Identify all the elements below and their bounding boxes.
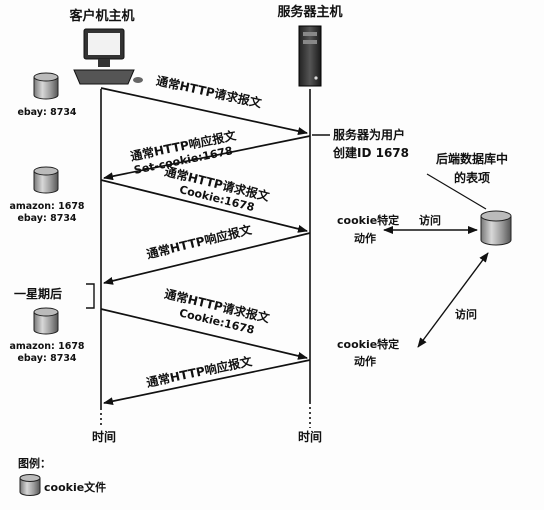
- cookie-file-icon: [33, 72, 59, 100]
- http-response-label-3: 通常HTTP响应报文: [145, 353, 254, 390]
- database-icon: [480, 210, 512, 246]
- database-label-pointer: [426, 173, 487, 210]
- http-response-arrow-3: [103, 359, 311, 406]
- cookie-action-2-line1: cookie特定: [337, 337, 399, 351]
- cookie-action-1-line1: cookie特定: [337, 213, 399, 227]
- cookie-file-icon: [33, 166, 59, 194]
- legend-title: 图例：: [18, 456, 51, 470]
- cookie-action-2-line2: 动作: [354, 354, 376, 368]
- http-request-arrow-2: [100, 179, 308, 233]
- cookie-action-1-line2: 动作: [354, 231, 376, 245]
- http-response-arrow-2: [103, 232, 311, 285]
- http-request-arrow-3: [100, 308, 308, 360]
- one-week-bracket: [86, 283, 95, 309]
- legend-item-label: cookie文件: [44, 480, 106, 494]
- client-time-label: 时间: [92, 429, 116, 444]
- legend-cookie-icon: [19, 474, 41, 496]
- database-label-line1: 后端数据库中: [436, 151, 508, 166]
- cookie-file-1-label: ebay: 8734: [17, 107, 76, 118]
- client-host-label: 客户机主机: [69, 8, 134, 24]
- cookie-file-icon: [33, 307, 59, 335]
- http-response-arrow-1: [103, 135, 311, 181]
- cookie-file-2-label-line1: amazon: 1678: [9, 201, 84, 212]
- access-arrow-2: [417, 252, 489, 348]
- http-request-arrow-1: [100, 87, 308, 135]
- server-host-label: 服务器主机: [277, 4, 342, 20]
- access-label-2: 访问: [455, 307, 477, 321]
- server-create-note-line1: 服务器为用户: [333, 127, 405, 142]
- one-week-later-label: 一星期后: [14, 286, 62, 301]
- server-create-note-line2: 创建ID 1678: [332, 145, 409, 160]
- http-response-label-2: 通常HTTP响应报文: [145, 221, 254, 261]
- server-tower-icon: [298, 25, 322, 87]
- server-time-label: 时间: [298, 429, 322, 444]
- database-label-line2: 的表项: [454, 170, 490, 185]
- http-request-label-1: 通常HTTP请求报文: [155, 73, 264, 111]
- client-computer-icon: [73, 28, 143, 85]
- access-label-1: 访问: [419, 213, 441, 227]
- cookie-file-3-label-line2: ebay: 8734: [17, 353, 76, 364]
- cookie-file-3-label-line1: amazon: 1678: [9, 341, 84, 352]
- cookie-file-2-label-line2: ebay: 8734: [17, 213, 76, 224]
